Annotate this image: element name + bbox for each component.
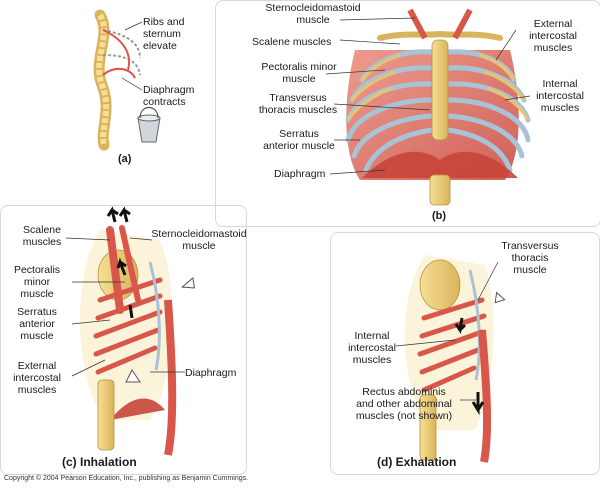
panel-b-leaders [325,17,531,175]
label-b-diaphragm: Diaphragm [274,168,326,180]
panel-c-thorax [79,206,195,456]
caption-b: (b) [432,210,447,222]
leader-a-ribs [124,21,143,31]
panel-a-spine [93,9,141,151]
leader-a-diaphragm [121,77,143,91]
panel-b-ribcage [345,8,531,206]
panel-c-leaders [65,237,185,377]
bucket-handle-icon [137,106,161,143]
panel-d-leaders [395,261,499,401]
caption-c-inhalation: (c) Inhalation [62,455,137,469]
copyright-notice: Copyright © 2004 Pearson Education, Inc.… [4,475,249,482]
panel-d-thorax [404,255,506,463]
caption-a: (a) [118,153,132,165]
panel-b-frame [215,0,600,227]
caption-d-exhalation: (d) Exhalation [377,455,457,469]
label-b-scalene: Scalene muscles [252,36,332,48]
panel-c-frame [0,205,247,475]
label-c-diaphragm: Diaphragm [185,367,237,379]
